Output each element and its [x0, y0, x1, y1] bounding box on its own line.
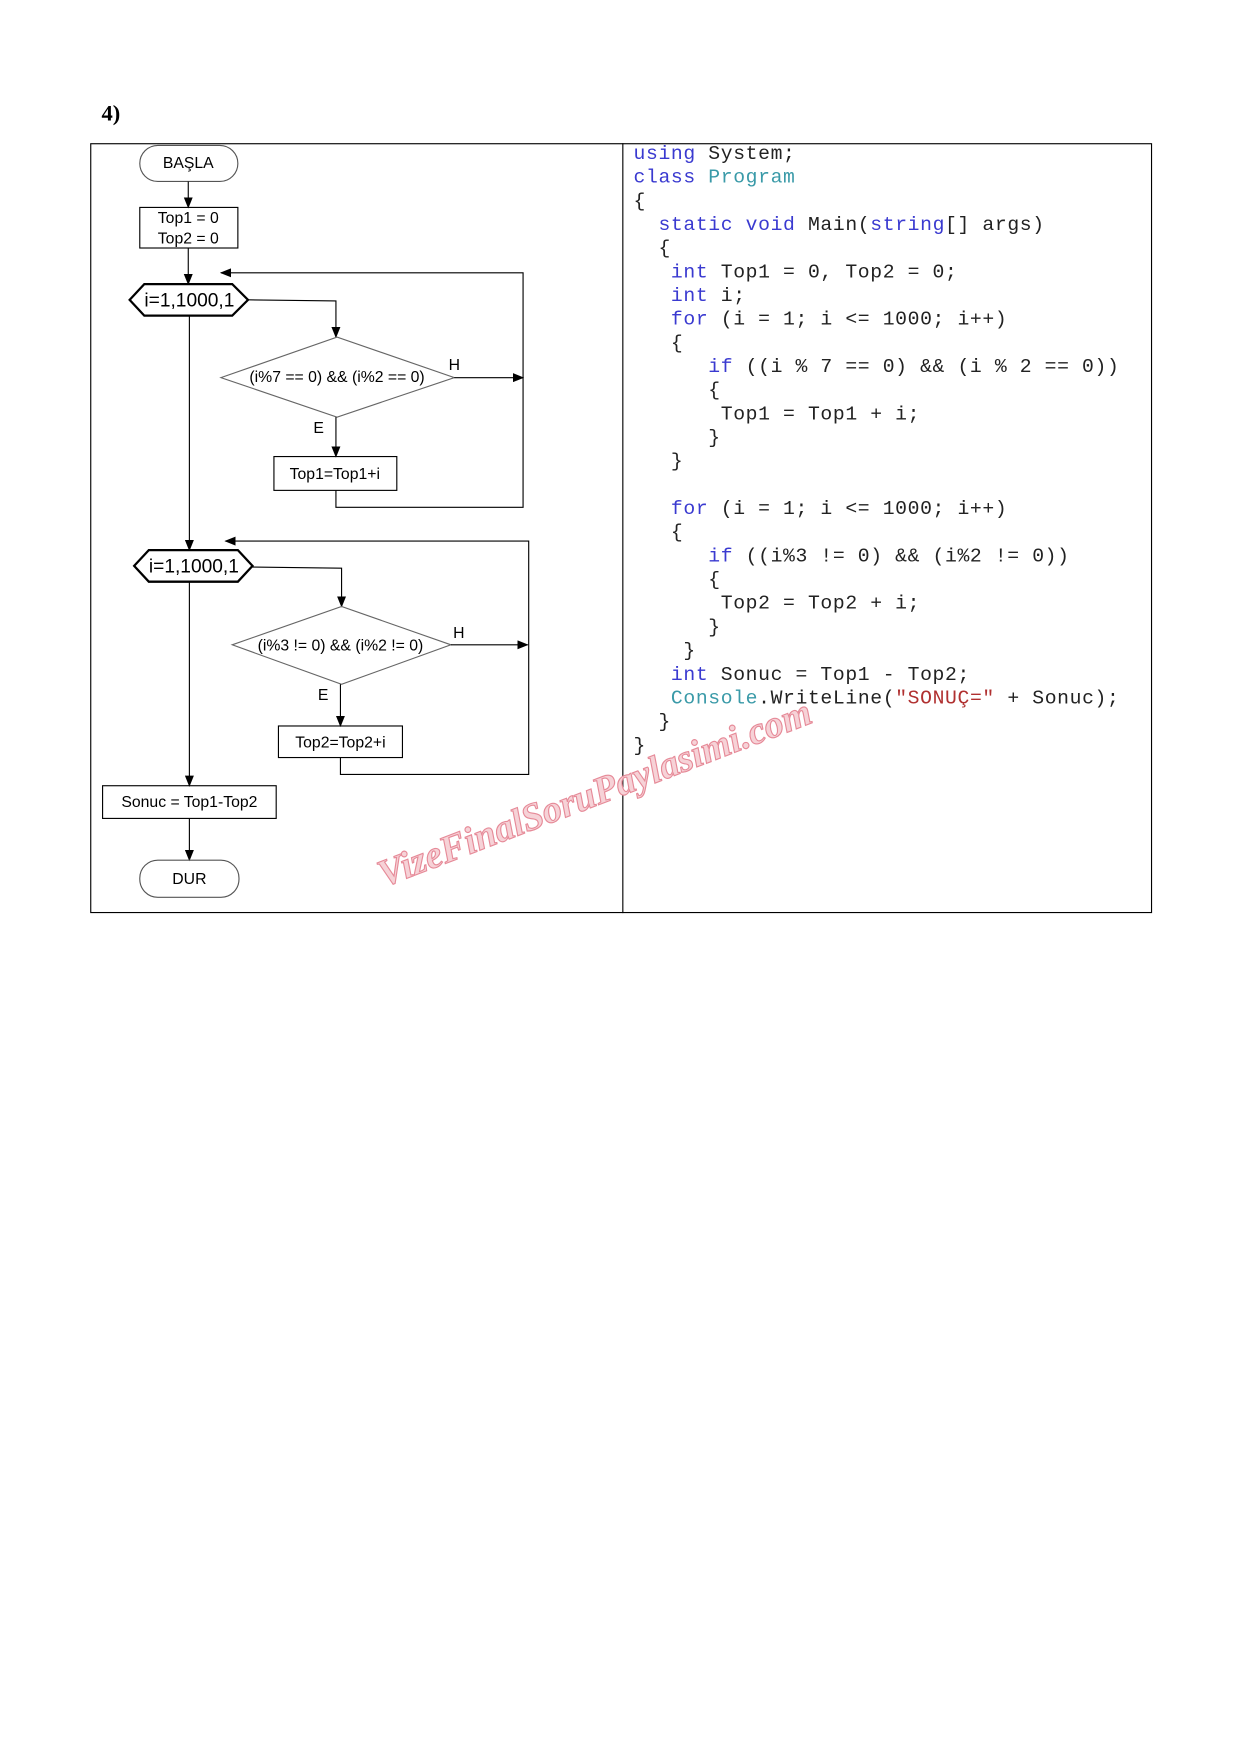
string-literal: "SONUÇ=" [895, 687, 995, 711]
cond2-true-label: E [318, 687, 329, 704]
code-line: int Top1 = 0, Top2 = 0; [634, 262, 1120, 286]
code-line: { [633, 190, 647, 214]
code-blank-line [634, 475, 1120, 499]
code-text: System; [695, 143, 796, 166]
code-line: int i; [634, 285, 1120, 309]
end-terminator [139, 859, 240, 898]
code-text: [] args) [945, 214, 1045, 237]
keyword: int [633, 663, 709, 687]
code-text: .WriteLine( [758, 687, 896, 711]
code-line: { [633, 379, 721, 403]
keyword: if [633, 356, 734, 379]
code-line: for (i = 1; i <= 1000; i++) [634, 309, 1120, 333]
loop2-hexagon [132, 548, 255, 583]
keyword: string [870, 214, 946, 237]
code-line: for (i = 1; i <= 1000; i++) [634, 498, 1120, 522]
keyword: if [633, 545, 734, 569]
cond2-false-label: H [453, 625, 464, 642]
result-label: Sonuc = Top1-Top2 [121, 794, 257, 811]
action1-label: Top1=Top1+i [290, 466, 380, 483]
code-line: } [633, 711, 671, 734]
keyword: using [633, 143, 696, 166]
code-line: Console.WriteLine("SONUÇ=" + Sonuc); [634, 688, 1120, 712]
code-line: } [633, 616, 721, 640]
cond1-label: (i%7 == 0) && (i%2 == 0) [249, 369, 424, 386]
code-line: using System; [634, 143, 1120, 167]
code-text: ((i % 7 == 0) && (i % 2 == 0)) [733, 356, 1120, 379]
code-text: Main( [807, 214, 871, 237]
code-line: } [633, 640, 696, 663]
loop2-label: i=1,1000,1 [149, 557, 239, 578]
code-line: static void Main(string[] args) [634, 214, 1120, 238]
type-name: Program [695, 166, 796, 190]
code-text: (i = 1; i <= 1000; i++) [708, 308, 1008, 332]
code-line: Top2 = Top2 + i; [633, 592, 921, 616]
code-line: { [633, 569, 721, 592]
code-text: Sonuc = Top1 - Top2; [708, 663, 970, 687]
panel-divider [622, 143, 624, 914]
keyword: static void [633, 214, 808, 237]
keyword: class [633, 166, 696, 190]
start-label: BAŞLA [163, 155, 214, 172]
code-line: if ((i % 7 == 0) && (i % 2 == 0)) [634, 356, 1120, 380]
keyword: int [633, 261, 709, 285]
init-line2: Top2 = 0 [158, 230, 219, 247]
loop1-label: i=1,1000,1 [144, 291, 234, 312]
keyword: int [633, 285, 709, 308]
code-text: Top1 = 0, Top2 = 0; [708, 261, 958, 285]
code-line: } [633, 734, 647, 758]
cond1-false-label: H [449, 357, 460, 374]
code-line: int Sonuc = Top1 - Top2; [634, 664, 1120, 688]
code-line: { [633, 332, 684, 356]
end-label: DUR [172, 871, 206, 888]
action2-label: Top2=Top2+i [295, 734, 385, 751]
code-line: class Program [634, 167, 1120, 191]
code-line: if ((i%3 != 0) && (i%2 != 0)) [634, 546, 1120, 570]
code-line: } [633, 450, 684, 474]
keyword: for [633, 308, 709, 332]
code-line: } [633, 427, 721, 450]
question-frame [90, 143, 1153, 914]
cond2-label: (i%3 != 0) && (i%2 != 0) [258, 637, 424, 654]
question-number: 4) [101, 101, 121, 127]
code-text: i; [708, 285, 746, 308]
code-line: Top1 = Top1 + i; [633, 403, 921, 427]
init-line1: Top1 = 0 [158, 210, 219, 227]
code-line: { [633, 521, 684, 545]
code-text: (i = 1; i <= 1000; i++) [708, 498, 1008, 521]
cond1-true-label: E [313, 420, 324, 437]
keyword: for [633, 498, 709, 521]
type-name: Console [633, 687, 759, 711]
code-line: { [633, 237, 671, 261]
code-listing: using System; class Program { static voi… [634, 143, 1120, 759]
code-text: + Sonuc); [994, 687, 1120, 711]
code-text: ((i%3 != 0) && (i%2 != 0)) [733, 545, 1070, 569]
